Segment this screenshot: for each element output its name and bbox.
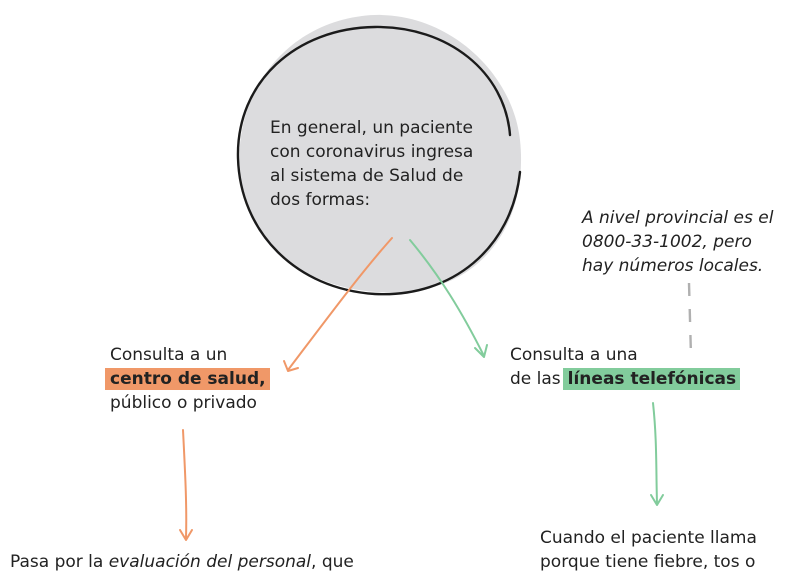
arrowhead-lineas-telefonicas — [474, 344, 488, 358]
intro-line: al sistema de Salud de — [270, 166, 464, 186]
note-line: A nivel provincial es el — [582, 208, 774, 228]
note-dashed-connector — [687, 282, 693, 357]
intro-line: con coronavirus ingresa — [270, 142, 474, 162]
intro-line: En general, un paciente — [270, 118, 473, 138]
bottom-right-text: Cuando el paciente llama porque tiene fi… — [540, 526, 757, 574]
arrow-to-lineas-telefonicas — [409, 239, 485, 357]
arrowhead-down-right — [650, 494, 664, 506]
lineas-telefonicas-highlight: líneas telefónicas — [562, 368, 741, 390]
circle-outline — [236, 25, 522, 296]
bottom-right-line: Cuando el paciente llama — [540, 528, 757, 548]
note-line: 0800-33-1002, pero — [582, 232, 752, 252]
bottom-left-before: Pasa por la — [10, 552, 109, 572]
bottom-left-text: Pasa por la evaluación del personal, que — [10, 550, 354, 574]
bottom-left-after: , que — [311, 552, 354, 572]
right-branch-prefix: de las — [510, 369, 561, 389]
arrowhead-centro-de-salud — [283, 360, 299, 372]
right-branch-line1: Consulta a una — [510, 345, 638, 365]
left-branch-text: Consulta a un centro de salud, público o… — [105, 343, 270, 415]
intro-text: En general, un paciente con coronavirus … — [270, 116, 473, 212]
arrow-down-left — [182, 429, 188, 539]
arrow-to-centro-de-salud — [287, 237, 393, 371]
centro-de-salud-highlight: centro de salud, — [105, 368, 270, 390]
left-branch-line1: Consulta a un — [110, 345, 228, 365]
note-line: hay números locales. — [582, 256, 764, 276]
phone-number-note: A nivel provincial es el 0800-33-1002, p… — [582, 206, 773, 278]
intro-line: dos formas: — [270, 190, 371, 210]
arrowhead-down-left — [179, 529, 193, 541]
bottom-left-emphasis: evaluación del personal — [108, 552, 312, 572]
bottom-right-line: porque tiene fiebre, tos o — [540, 552, 756, 572]
arrow-down-right — [652, 402, 658, 504]
blob-shape — [239, 14, 522, 293]
left-branch-line3: público o privado — [110, 393, 257, 413]
